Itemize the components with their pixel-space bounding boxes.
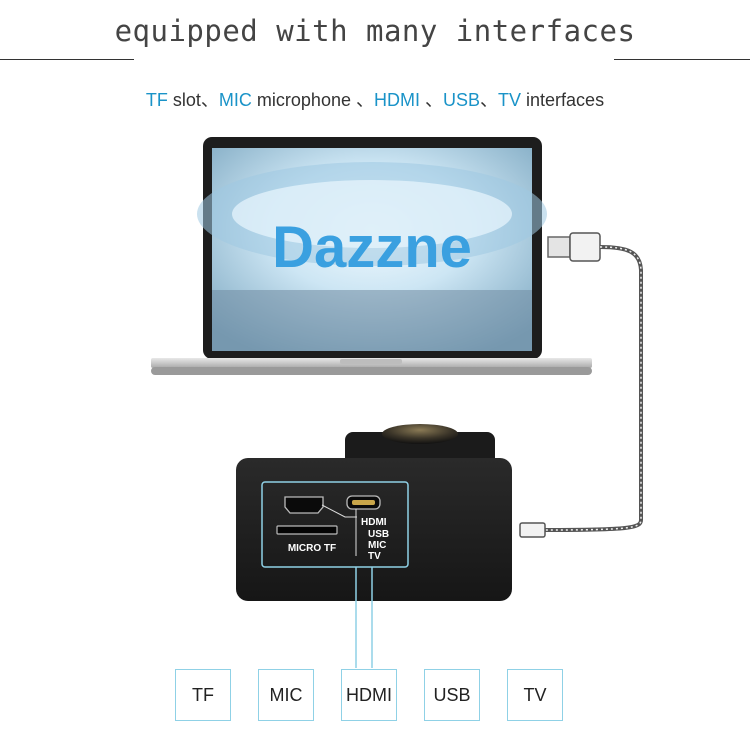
- subline-tv: TV: [498, 90, 522, 110]
- tf-slot: [276, 525, 338, 535]
- hdmi-leader: [321, 504, 357, 518]
- subline-text: slot、: [167, 90, 219, 110]
- port-label-mic: MIC: [368, 540, 386, 551]
- port-callout-frame: [261, 481, 409, 568]
- subline-tf: TF: [145, 90, 168, 110]
- hdmi-port: [284, 496, 324, 514]
- tf-slot-label: MICRO TF: [288, 543, 336, 554]
- interface-box-mic: MIC: [258, 669, 314, 721]
- usb-cable: [519, 232, 643, 538]
- interface-box-label: USB: [433, 684, 471, 705]
- subline-text: interfaces: [521, 90, 605, 110]
- usb-port-contacts: [352, 500, 375, 505]
- interface-box-label: TF: [192, 684, 214, 705]
- action-camera: MICRO TF HDMI USB MIC TV: [236, 424, 512, 601]
- screen-highlight: [232, 180, 512, 248]
- subline-text: microphone 、: [251, 90, 374, 110]
- subline-text: 、: [419, 90, 443, 110]
- usb-plug: [547, 236, 571, 258]
- laptop-base-edge: [151, 367, 592, 375]
- camera-lens: [382, 424, 458, 444]
- interface-box-label: HDMI: [346, 684, 392, 705]
- headline: equipped with many interfaces: [114, 14, 636, 48]
- port-label-tv: TV: [368, 551, 381, 562]
- subline-usb: USB: [443, 90, 481, 110]
- laptop-notch: [340, 359, 402, 364]
- subline-text: 、: [480, 90, 499, 110]
- screen-forest: [212, 290, 532, 351]
- subline-hdmi: HDMI: [373, 90, 420, 110]
- headline-rule-left: [0, 59, 134, 60]
- laptop: Dazzne: [151, 137, 592, 375]
- screen-brand: Dazzne: [272, 215, 472, 280]
- usb-plug-body: [569, 232, 601, 262]
- port-label-hdmi: HDMI: [361, 517, 387, 528]
- interface-box-label: MIC: [269, 684, 303, 705]
- cable-line: [544, 245, 643, 532]
- port-label-usb: USB: [368, 529, 389, 540]
- subline: TF slot、MIC microphone 、HDMI 、USB、TV int…: [0, 86, 750, 112]
- camera-body: [236, 458, 512, 601]
- cable-braid: [544, 246, 642, 531]
- interface-box-label: TV: [523, 684, 547, 705]
- interface-box-hdmi: HDMI: [341, 669, 397, 721]
- interface-box-usb: USB: [424, 669, 480, 721]
- micro-usb-plug: [519, 522, 546, 538]
- interface-box-tv: TV: [507, 669, 563, 721]
- subline-mic: MIC: [218, 90, 252, 110]
- headline-rule-right: [614, 59, 750, 60]
- interface-box-tf: TF: [175, 669, 231, 721]
